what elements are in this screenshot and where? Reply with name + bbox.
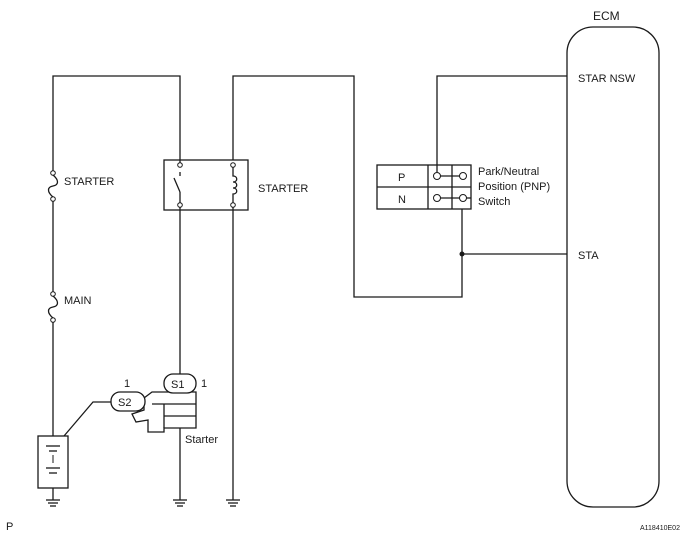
pnp-position-p: P [398,172,405,184]
wire-battery-to-relay-contact [52,75,181,457]
pnp-switch-name-line1: Park/Neutral [478,166,539,178]
pnp-switch-name-line2: Position (PNP) [478,181,550,193]
ecm-title: ECM [593,9,620,23]
wire-pnp-to-star-nsw [436,75,567,165]
figure-id: A118410E02 [640,525,680,532]
ground-starter-icon [173,499,187,507]
corner-mark: P [6,521,13,533]
fuse-main [47,291,59,323]
ground-relay-coil-icon [226,499,240,507]
pnp-switch [376,164,472,210]
connector-s1 [163,373,197,394]
starter-motor-label: Starter [185,434,218,446]
connector-s2 [110,391,146,412]
pnp-switch-name-line3: Switch [478,196,510,208]
connector-s2-label: S2 [118,397,131,409]
relay-label: STARTER [258,183,308,195]
connector-s1-pin: 1 [201,378,207,390]
relay-contact-pin-bottom [177,202,183,208]
relay-coil-pin-bottom [230,202,236,208]
battery-icon [37,435,69,500]
ecm-terminal-star-nsw: STAR NSW [578,73,636,85]
ground-battery-icon [46,499,60,507]
fuse-starter-label: STARTER [64,176,114,188]
connector-s1-label: S1 [171,379,184,391]
connector-s2-pin: 1 [124,378,130,390]
wire-relay-coil-to-pnp-n [232,75,463,298]
junction-dot-sta [459,251,465,257]
ecm-terminal-sta: STA [578,250,599,262]
relay-coil-pin-top [230,162,236,168]
wire-s2-lead [63,401,112,437]
starter-motor-icon [131,391,197,500]
ecm-block [566,26,660,508]
fuse-starter [47,170,59,202]
pnp-position-n: N [398,194,406,206]
fuse-main-label: MAIN [64,295,92,307]
relay-contact-pin-top [177,162,183,168]
relay-contact-arm [173,177,181,193]
starter-relay [163,159,249,211]
relay-coil-icon [232,167,238,203]
